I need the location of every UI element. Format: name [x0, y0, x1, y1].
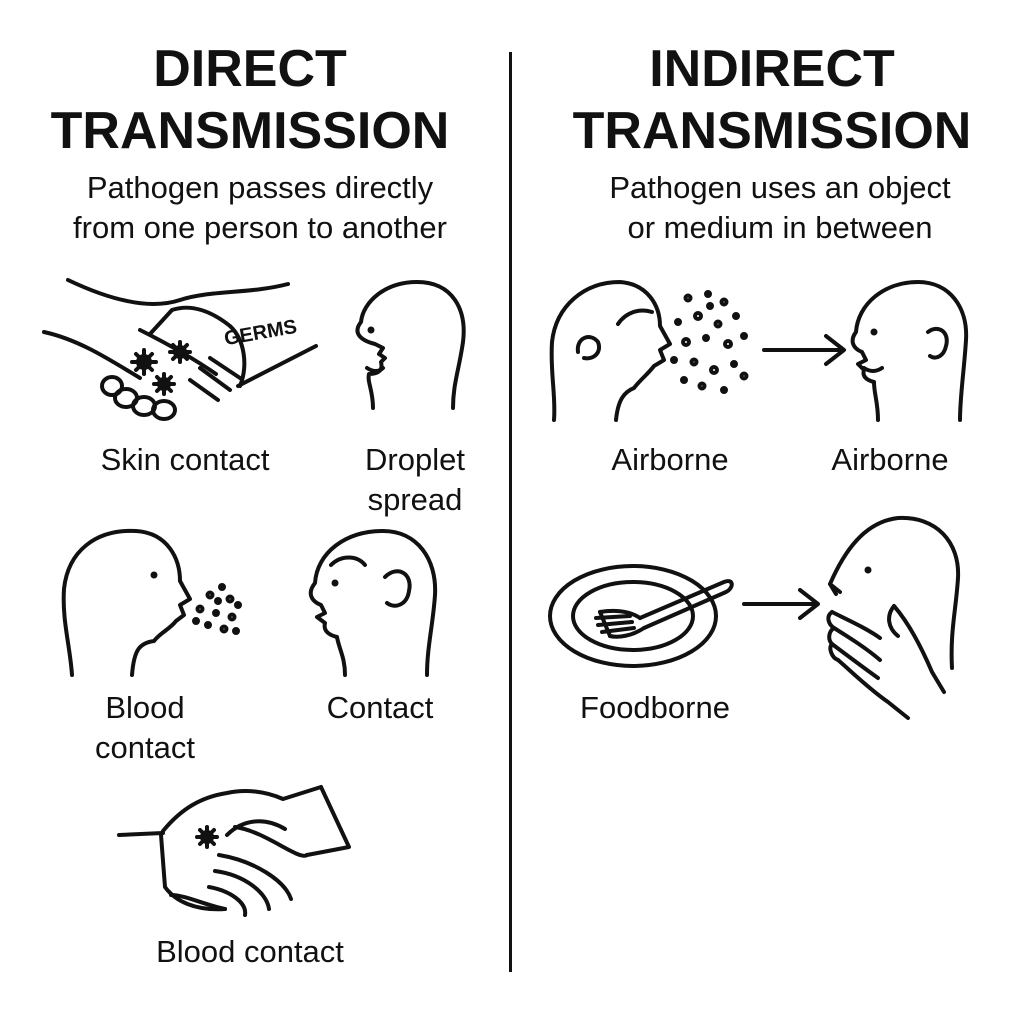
- indirect-title-line1: INDIRECT: [649, 40, 895, 98]
- germ-icon: [130, 348, 158, 376]
- arrow-right-icon: [742, 588, 820, 620]
- label-foodborne: Foodborne: [580, 690, 730, 725]
- label-airborne-right: Airborne: [831, 442, 949, 477]
- direct-title-line1: DIRECT: [153, 40, 347, 98]
- droplets-icon: [192, 583, 242, 635]
- label-droplet-line1: Droplet: [365, 442, 465, 477]
- head-profile-icon: [355, 280, 466, 410]
- germ-icon: [195, 825, 219, 849]
- handshake-germs-icon: [42, 278, 318, 421]
- airborne-scene-icon: [549, 280, 969, 422]
- direct-subtitle-line2: from one person to another: [73, 210, 447, 245]
- indirect-subtitle: Pathogen uses an object or medium in bet…: [530, 168, 1022, 248]
- label-blood-contact-bottom: Blood contact: [156, 934, 344, 969]
- label-skin-contact: Skin contact: [100, 442, 270, 477]
- label-droplet-line2: spread: [367, 482, 463, 517]
- germ-icon: [152, 372, 176, 396]
- column-divider: [509, 52, 512, 972]
- head-sneeze-icon: [61, 528, 242, 677]
- label-airborne-left: Airborne: [611, 442, 729, 477]
- label-blood-line1: Blood: [105, 690, 185, 725]
- foodborne-scene-icon: [548, 515, 961, 720]
- direct-subtitle: Pathogen passes directly from one person…: [10, 168, 510, 248]
- head-ear-icon: [308, 529, 438, 677]
- arrow-right-icon: [762, 334, 846, 366]
- label-droplet-spread: Droplet spread: [340, 440, 490, 520]
- direct-title: DIRECT TRANSMISSION: [0, 38, 500, 162]
- fork-icon: [594, 579, 734, 639]
- germ-icon: [168, 340, 192, 364]
- indirect-title-line2: TRANSMISSION: [572, 102, 972, 160]
- direct-title-line2: TRANSMISSION: [50, 102, 450, 160]
- indirect-subtitle-line1: Pathogen uses an object: [609, 170, 951, 205]
- hand-icon: [826, 604, 946, 720]
- handshake-icon: [117, 785, 351, 917]
- label-blood-line2: contact: [95, 730, 195, 765]
- indirect-subtitle-line2: or medium in between: [627, 210, 933, 245]
- direct-subtitle-line1: Pathogen passes directly: [86, 170, 434, 205]
- indirect-title: INDIRECT TRANSMISSION: [522, 38, 1022, 162]
- label-contact: Contact: [326, 690, 434, 725]
- airborne-droplets-icon: [670, 290, 749, 394]
- label-blood-contact: Blood contact: [60, 688, 230, 768]
